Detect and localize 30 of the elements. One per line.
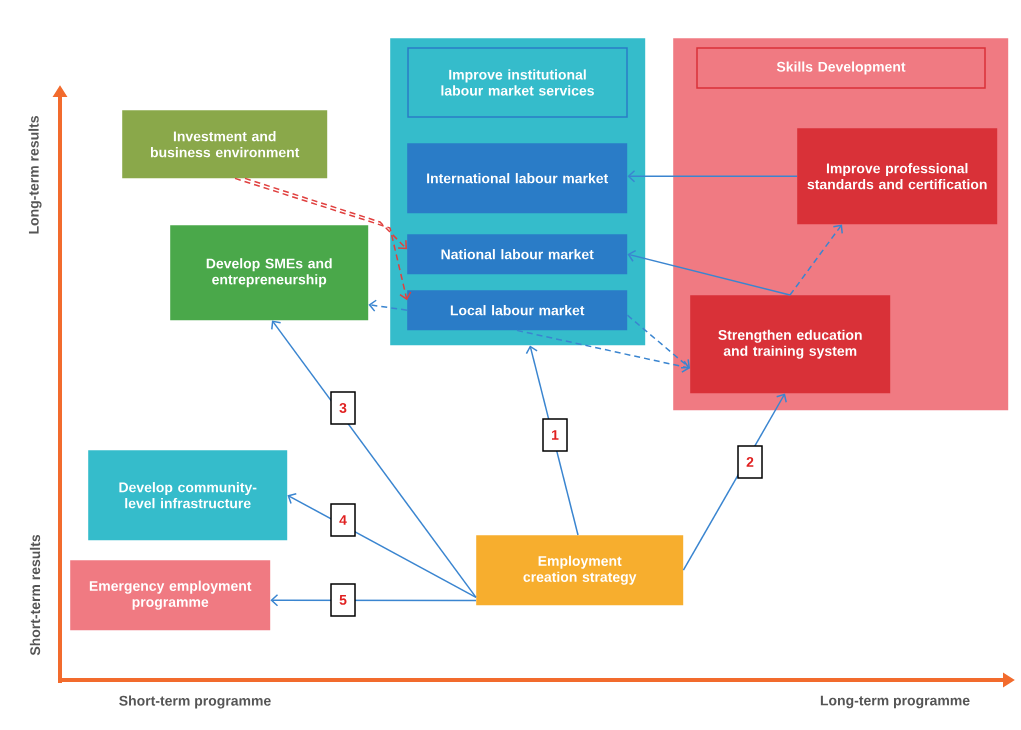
process-box: International labour market [407,143,628,214]
arrow [627,169,798,183]
process-box: Develop community-level infrastructure [88,450,288,541]
axis-label: Short-term results [29,534,41,656]
dashed-arrow [234,177,412,301]
axis-label: Long-term programme [820,695,970,709]
arrow [627,249,791,296]
edge-label: 3 [330,391,356,425]
process-box: Local labour market [407,290,628,331]
dashed-arrow [244,177,407,250]
dashed-arrow [368,299,408,312]
heading-box: Improve institutional labour market services [407,47,628,118]
edge-label: 4 [330,503,356,537]
axis-label: Short-term programme [119,695,271,709]
axis-label: Long-term results [28,116,42,234]
process-box: Develop SMEs and entrepreneurship [170,225,369,321]
dashed-arrow [626,314,690,369]
edge-label: 2 [737,445,763,479]
process-box: Employment creation strategy [476,535,684,606]
process-box: Emergency employment programme [70,560,271,631]
arrow [271,320,477,599]
process-box: Improve professional standards and certification [797,128,998,225]
process-box: Investment and business environment [122,110,328,179]
process-box: National labour market [407,234,628,275]
dashed-arrow [789,224,843,296]
process-box: Strengthen education and training system [690,295,891,394]
edge-label: 5 [330,583,356,617]
dashed-arrow [516,329,690,373]
heading-box: Skills Development [696,47,986,89]
edge-label: 1 [542,418,568,452]
